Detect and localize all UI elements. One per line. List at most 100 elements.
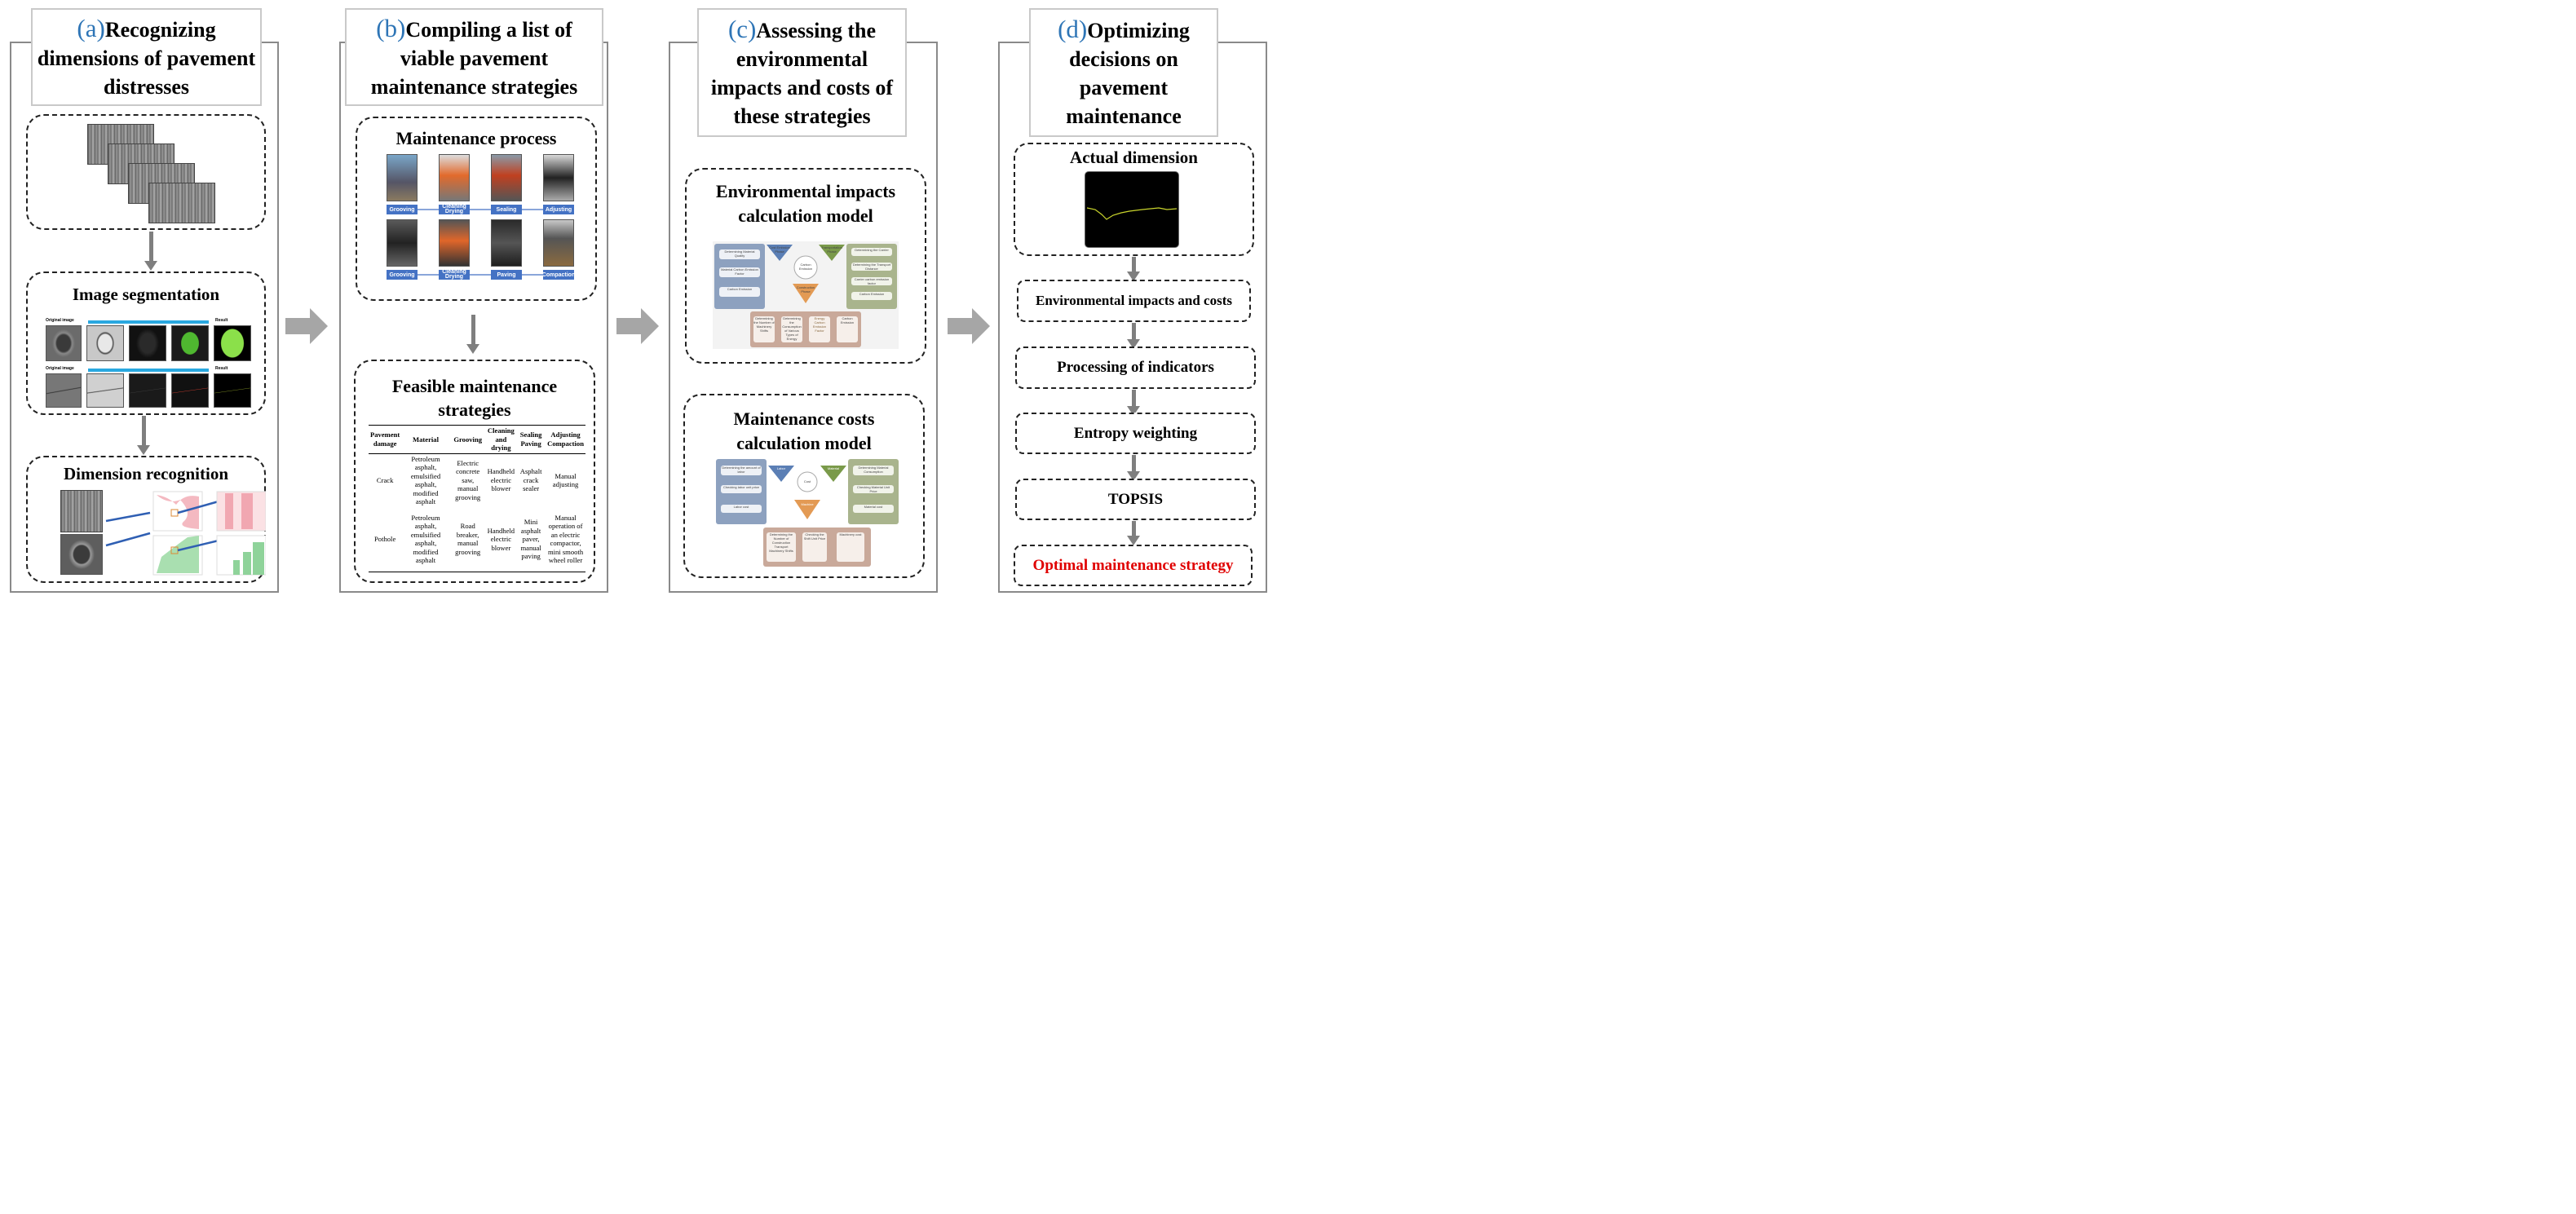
cell-material: Petroleum asphalt, emulsified asphalt, m…: [410, 454, 441, 506]
maintenance-process-heading: Maintenance process: [395, 128, 557, 148]
cell-paving: Mini asphalt paver, manual paving: [516, 506, 546, 572]
panel-b-letter: (b): [376, 13, 406, 42]
env-bottom-step-1: Determining the Number of Machinery Shif…: [753, 316, 775, 342]
panel-c-title: (c)Assessing the environmental impacts a…: [699, 15, 905, 130]
pothole-step-photo-4: [543, 219, 574, 267]
seg-result-pothole: [214, 325, 251, 361]
workflow-diagram: (a)Recognizing dimensions of pavement di…: [0, 0, 1279, 601]
dim-pothole-zoom-bar-1: [233, 560, 240, 575]
panel-b-title-box: (b)Compiling a list of viable pavement m…: [345, 8, 603, 106]
strategies-table: Pavement damage Material Grooving Cleani…: [369, 425, 585, 572]
env-center-circle: [793, 255, 818, 280]
cell-damage: Crack: [376, 475, 394, 484]
step-topsis: TOPSIS: [1015, 479, 1256, 520]
cost-left-step-2: Checking labor unit price: [721, 485, 762, 493]
cell-cleaning: Handheld electric blower: [485, 506, 517, 572]
pothole-step-4: Compaction: [542, 270, 575, 280]
crack-images-box: [26, 114, 266, 230]
panel-a-title: (a)Recognizing dimensions of pavement di…: [33, 14, 260, 101]
crack-image-4: [148, 183, 215, 223]
crack-step-4: Adjusting: [543, 205, 574, 214]
seg-result-crack: [214, 373, 251, 408]
env-tri-bottom-label: Construction Phase: [796, 285, 815, 294]
env-center-label: Carbon Emission: [798, 263, 813, 271]
cost-diagram: Determining the amount of labor Checking…: [714, 457, 900, 568]
env-bottom-step-3: Energy Carbon Emission Factor: [809, 316, 830, 342]
dim-crack-photo: [60, 490, 103, 532]
env-diagram: Determining Material Quality Material Ca…: [713, 241, 899, 349]
actual-dimension-heading: Actual dimension: [1070, 148, 1198, 167]
env-model-box: Environmental impacts calculation model …: [685, 168, 926, 364]
cost-model-heading: Maintenance costs calculation model: [733, 408, 875, 453]
pothole-step-photo-2: [439, 219, 470, 267]
env-triangle-left: [767, 245, 793, 261]
env-left-step-2: Material Carbon Emission Factor: [719, 267, 760, 277]
arrow-a-1: [143, 232, 159, 271]
cost-triangle-left: [768, 466, 794, 482]
env-bottom-step-2: Determining the Consumption of Various T…: [781, 316, 802, 342]
blue-pointer-line-3: [177, 500, 219, 514]
cell-grooving: Road breaker, manual grooving: [449, 506, 486, 572]
panel-c-letter: (c): [727, 15, 757, 43]
seg-label-original-1: Original image: [46, 318, 74, 323]
pothole-step-connectors: [418, 274, 543, 276]
maintenance-process-box: Maintenance process Grooving Cleaning Dr…: [356, 117, 597, 301]
cost-center-label: Cost: [803, 479, 811, 483]
actual-dimension-image: [1085, 172, 1178, 247]
step-env-impacts-costs: Environmental impacts and costs: [1017, 280, 1251, 322]
step-entropy-weighting: Entropy weighting: [1015, 413, 1256, 454]
image-segmentation-heading: Image segmentation: [72, 285, 220, 304]
col-material: Material: [401, 425, 450, 454]
cost-triangle-right: [820, 466, 846, 482]
arrow-d-5: [1125, 521, 1142, 545]
cost-tri-left-label: Labor: [776, 466, 786, 470]
arrow-d-1: [1125, 257, 1142, 281]
seg-original-crack: [46, 373, 82, 408]
env-model-heading: Environmental impacts calculation model: [715, 181, 896, 226]
seg-overlay-pothole: [171, 325, 209, 361]
table-row: Crack Petroleum asphalt, emulsified asph…: [369, 453, 585, 507]
cost-left-step-3: Labor cost: [721, 505, 762, 513]
seg-label-original-2: Original image: [46, 366, 74, 371]
seg-predict-crack: [129, 373, 166, 408]
seg-label-result-1: Result: [215, 318, 228, 323]
cost-right-step-2: Checking Material Unit Price: [853, 485, 894, 493]
col-sealing-paving: Sealing Paving: [516, 425, 546, 454]
arrow-d-3: [1125, 390, 1142, 416]
crack-step-photo-2: [439, 154, 470, 201]
dimension-recognition-heading: Dimension recognition: [63, 464, 229, 483]
table-row: Pothole Petroleum asphalt, emulsified as…: [369, 506, 585, 572]
seg-label-result-2: Result: [215, 366, 228, 371]
crack-step-2: Cleaning Drying: [439, 204, 470, 214]
panel-c-title-box: (c)Assessing the environmental impacts a…: [697, 8, 907, 137]
panel-d-title: (d)Optimizing decisions on pavement main…: [1031, 15, 1217, 130]
step-processing-indicators: Processing of indicators: [1015, 347, 1256, 389]
seg-overlay-crack: [171, 373, 209, 408]
env-right-step-2: Determining the Transport Distance: [851, 263, 892, 271]
cell-sealing: Asphalt crack sealer: [519, 467, 542, 493]
crack-step-3: Sealing: [491, 205, 522, 214]
dim-crack-shape: [157, 495, 199, 529]
col-cleaning-drying: Cleaning and drying: [485, 425, 517, 454]
pothole-step-photo-3: [491, 219, 522, 267]
dim-pothole-photo: [60, 534, 103, 575]
cost-bottom-step-3: Machinery cost: [837, 532, 864, 562]
crack-trace: [1086, 207, 1178, 220]
image-segmentation-box: Image segmentation Original image Result…: [26, 271, 266, 415]
cost-right-step-1: Determining Material Consumption: [853, 466, 894, 475]
blue-pointer-line-4: [177, 539, 219, 552]
seg-progress-bar-2: [88, 369, 209, 372]
env-right-step-1: Determining the Carrier: [851, 248, 892, 256]
env-right-step-4: Carbon Emission: [851, 292, 892, 300]
cost-right-step-3: Material cost: [853, 505, 894, 513]
panel-d-title-text: Optimizing decisions on pavement mainten…: [1066, 19, 1190, 128]
env-left-step-1: Determining Material Quality: [719, 249, 760, 259]
env-triangle-bottom: [793, 284, 819, 303]
cost-tri-bottom-label: Machine: [801, 502, 814, 506]
cost-center-circle: [797, 471, 818, 492]
arrow-b-1: [465, 315, 481, 354]
cell-grooving: Electric concrete saw, manual grooving: [455, 458, 481, 501]
cost-tri-right-label: Material: [827, 466, 840, 470]
env-left-step-3: Carbon Emission: [719, 287, 760, 297]
arrow-panel-c-to-d: [948, 308, 990, 344]
